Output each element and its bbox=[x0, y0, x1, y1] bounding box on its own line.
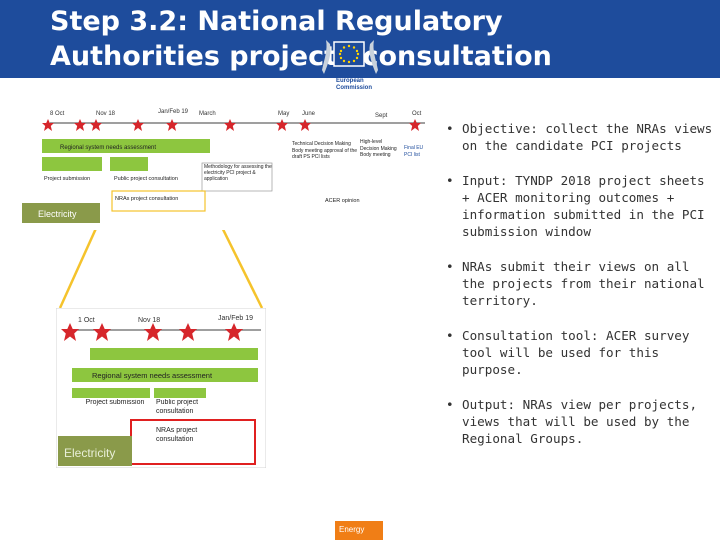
zoom-regional-assessment-label: Regional system needs assessment bbox=[92, 371, 213, 380]
electricity-badge bbox=[22, 203, 100, 223]
high-level-decision-label: High-level Decision Making Body meeting bbox=[360, 139, 397, 158]
zoom-project-submission-label: Project submission bbox=[85, 399, 145, 406]
milestone-label: Nov 18 bbox=[96, 111, 116, 117]
highlight-box bbox=[111, 190, 206, 212]
zoom-diagram: 1 Oct Nov 18 Jan/Feb 19 Regional system … bbox=[56, 308, 266, 468]
milestone-label: May bbox=[278, 111, 289, 117]
zoom-electricity-label: Electricity bbox=[64, 446, 115, 460]
regional-assessment-bar bbox=[42, 139, 210, 153]
zoom-milestone-label: Jan/Feb 19 bbox=[218, 315, 253, 322]
technical-decision-label: Technical Decision Making Body meeting a… bbox=[292, 141, 358, 160]
title-line-1: Step 3.2: National Regulatory bbox=[50, 6, 503, 37]
electricity-label: Electricity bbox=[38, 209, 77, 219]
zoom-public-consultation-label: Public project consultation bbox=[156, 399, 199, 415]
title-line-2: Authorities projects consultation bbox=[50, 41, 552, 72]
energy-tag: Energy bbox=[335, 521, 383, 540]
milestone-label: Sept bbox=[375, 113, 388, 119]
milestone-label: 8 Oct bbox=[50, 111, 65, 117]
bullet-input: •Input: TYNDP 2018 project sheets + ACER… bbox=[446, 173, 705, 239]
regional-assessment-label: Regional system needs assessment bbox=[60, 145, 156, 151]
european-commission-logo-icon bbox=[322, 40, 378, 74]
logo-text: European Commission bbox=[336, 78, 373, 91]
bullet-consultation-tool: •Consultation tool: ACER survey tool wil… bbox=[446, 328, 690, 377]
zoom-milestone-label: Nov 18 bbox=[138, 317, 160, 324]
slide-title: Step 3.2: National Regulatory Authoritie… bbox=[50, 4, 650, 74]
zoom-electricity-badge bbox=[58, 436, 132, 466]
milestone-label: Jan/Feb 19 bbox=[158, 109, 189, 115]
public-consultation-label: Public project consultation bbox=[114, 176, 178, 182]
bullet-output: •Output: NRAs view per projects, views t… bbox=[446, 397, 698, 446]
bullet-list: •Objective: collect the NRAs views on th… bbox=[444, 120, 716, 447]
timeline-diagram: 8 Oct Nov 18 Jan/Feb 19 March May June S… bbox=[20, 105, 435, 230]
bullet-nras-submit: •NRAs submit their views on all the proj… bbox=[446, 259, 705, 308]
zoom-nras-consultation-label: NRAs project consultation bbox=[156, 427, 198, 443]
milestone-label: March bbox=[199, 111, 216, 117]
final-list-label: Final EU PCI list bbox=[404, 145, 424, 158]
milestone-label: June bbox=[302, 111, 316, 117]
zoom-milestone-label: 1 Oct bbox=[78, 317, 95, 324]
project-submission-label: Project submission bbox=[44, 176, 90, 182]
bullet-objective: •Objective: collect the NRAs views on th… bbox=[446, 121, 713, 153]
milestone-label: Oct bbox=[412, 111, 422, 117]
acer-opinion-label: ACER opinion bbox=[325, 198, 360, 204]
nras-consultation-label: NRAs project consultation bbox=[115, 196, 178, 202]
methodology-label: Methodology for assessing the electricit… bbox=[204, 164, 272, 182]
zoom-regional-assessment-bar bbox=[72, 368, 258, 382]
